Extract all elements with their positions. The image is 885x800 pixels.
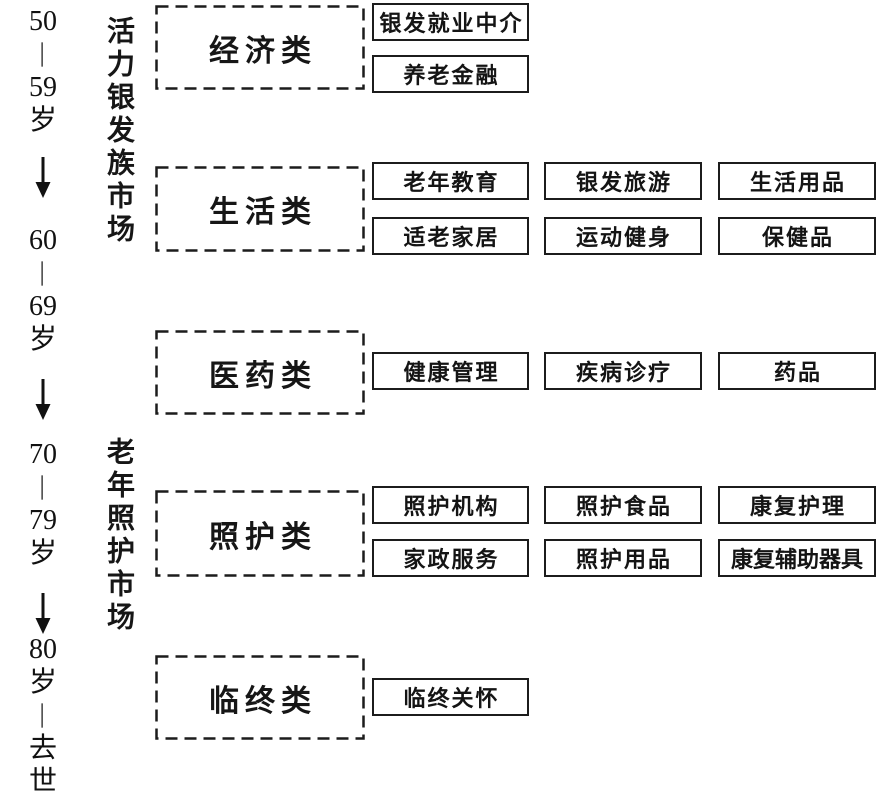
age-label: 岁 <box>28 324 57 355</box>
category-box-life: 生活类 <box>155 166 365 252</box>
item-box-silver-tourism: 银发旅游 <box>544 162 702 200</box>
item-box-medicine: 药品 <box>718 352 876 390</box>
item-box-hospice-care: 临终关怀 <box>372 678 529 716</box>
age-label: 世 <box>28 766 57 797</box>
down-arrow-icon <box>35 379 51 420</box>
dashed-border <box>155 655 365 740</box>
age-label: 69 <box>29 291 57 322</box>
item-box-employment-agency: 银发就业中介 <box>372 3 529 41</box>
age-label: 59 <box>29 72 57 103</box>
item-box-elderly-education: 老年教育 <box>372 162 529 200</box>
age-axis: 50 — 59 岁 60 — 69 岁 70 — 79 岁 <box>12 0 74 800</box>
category-label: 生活类 <box>209 196 317 229</box>
category-label: 临终类 <box>209 684 317 718</box>
age-label: 80 <box>29 634 57 665</box>
market-label-elderly-care: 老年照护市场 <box>104 437 135 635</box>
dashed-border <box>155 490 365 577</box>
age-label: 岁 <box>28 105 57 136</box>
down-arrow-icon <box>35 157 51 198</box>
age-label: 岁 <box>28 667 57 698</box>
item-box-disease-treatment: 疾病诊疗 <box>544 352 702 390</box>
age-label: 50 <box>29 6 57 37</box>
age-range-70-79: 70 — 79 岁 <box>12 438 74 570</box>
category-label: 经济类 <box>209 34 317 68</box>
age-label: 岁 <box>28 538 57 569</box>
item-box-rehab-assistive-devices: 康复辅助器具 <box>718 539 876 577</box>
dashed-border <box>155 166 365 252</box>
item-box-housekeeping-service: 家政服务 <box>372 539 529 577</box>
item-box-pension-finance: 养老金融 <box>372 55 529 93</box>
dashed-border <box>155 330 365 415</box>
down-arrow-icon <box>35 593 51 634</box>
category-box-endoflife: 临终类 <box>155 655 365 740</box>
dashed-border <box>155 5 365 90</box>
range-dash: — <box>30 42 57 67</box>
category-label: 照护类 <box>209 520 317 554</box>
item-box-sports-fitness: 运动健身 <box>544 217 702 255</box>
category-box-care: 照护类 <box>155 490 365 577</box>
item-box-health-supplements: 保健品 <box>718 217 876 255</box>
age-range-60-69: 60 — 69 岁 <box>12 224 74 356</box>
item-box-rehab-nursing: 康复护理 <box>718 486 876 524</box>
age-label: 去 <box>28 733 57 764</box>
item-box-health-management: 健康管理 <box>372 352 529 390</box>
age-label: 70 <box>29 439 57 470</box>
item-box-care-institution: 照护机构 <box>372 486 529 524</box>
range-dash: — <box>30 475 57 500</box>
age-range-50-59: 50 — 59 岁 <box>12 5 74 137</box>
item-box-elderly-friendly-home: 适老家居 <box>372 217 529 255</box>
range-dash: — <box>30 703 57 728</box>
range-dash: — <box>30 261 57 286</box>
category-box-medical: 医药类 <box>155 330 365 415</box>
category-box-economic: 经济类 <box>155 5 365 90</box>
item-box-care-supplies: 照护用品 <box>544 539 702 577</box>
age-range-80-death: 80 岁 — 去 世 <box>12 633 74 798</box>
age-label: 60 <box>29 225 57 256</box>
market-label-active-silver: 活力银发族市场 <box>104 16 135 247</box>
item-box-care-food: 照护食品 <box>544 486 702 524</box>
category-label: 医药类 <box>209 359 317 393</box>
age-label: 79 <box>29 505 57 536</box>
item-box-daily-necessities: 生活用品 <box>718 162 876 200</box>
